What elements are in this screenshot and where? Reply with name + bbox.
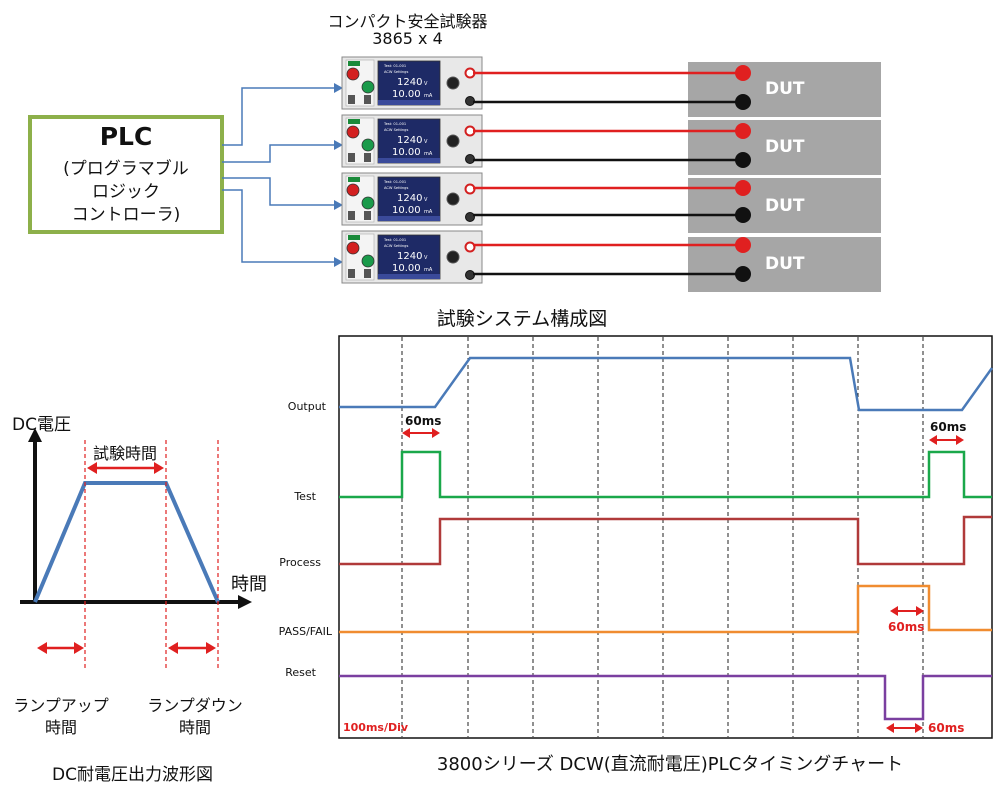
start-button-icon bbox=[361, 80, 375, 94]
svg-text:1240: 1240 bbox=[397, 251, 422, 262]
stop-button-icon bbox=[346, 183, 360, 197]
y-axis-arrow-icon bbox=[28, 428, 42, 442]
ann-60ms-test-end: 60ms bbox=[930, 420, 967, 434]
svg-text:V: V bbox=[424, 81, 428, 87]
waveform-caption: DC耐電圧出力波形図 bbox=[52, 765, 213, 785]
dc-waveform-chart bbox=[20, 428, 252, 670]
ann-60ms-pass-fail: 60ms bbox=[888, 620, 925, 634]
system-caption: 試験システム構成図 bbox=[436, 308, 608, 330]
svg-text:10.00: 10.00 bbox=[392, 89, 421, 100]
ramp-down-label-1: ランプダウン bbox=[147, 696, 243, 715]
ramp-up-label-2: 時間 bbox=[44, 718, 77, 737]
svg-text:ACW Settings: ACW Settings bbox=[384, 70, 408, 74]
svg-text:1240: 1240 bbox=[397, 193, 422, 204]
svg-text:Test: 01-001: Test: 01-001 bbox=[383, 64, 406, 68]
signal-label-test: Test bbox=[294, 490, 316, 503]
svg-text:10.00: 10.00 bbox=[392, 205, 421, 216]
trace-output bbox=[339, 356, 994, 412]
dut-label-2: DUT bbox=[765, 137, 805, 157]
div-label: 100ms/Div bbox=[343, 721, 409, 734]
svg-text:1240: 1240 bbox=[397, 135, 422, 146]
timing-caption: 3800シリーズ DCW(直流耐電圧)PLCタイミングチャート bbox=[436, 754, 904, 775]
start-button-icon bbox=[361, 196, 375, 210]
device-screen bbox=[377, 60, 441, 106]
test-leads bbox=[473, 71, 743, 276]
plc-line-3: コントローラ) bbox=[71, 205, 181, 225]
svg-text:10.00: 10.00 bbox=[392, 147, 421, 158]
svg-text:mA: mA bbox=[424, 267, 433, 273]
svg-text:Test: 01-001: Test: 01-001 bbox=[383, 238, 406, 242]
signal-label-process: Process bbox=[279, 556, 321, 569]
device-count: 3865 x 4 bbox=[372, 29, 443, 48]
signal-label-pass-fail: PASS/FAIL bbox=[278, 625, 332, 638]
svg-text:mA: mA bbox=[424, 151, 433, 157]
svg-text:ACW Settings: ACW Settings bbox=[384, 244, 408, 248]
svg-text:Test: 01-001: Test: 01-001 bbox=[383, 122, 406, 126]
svg-text:ACW Settings: ACW Settings bbox=[384, 186, 408, 190]
knob-icon bbox=[446, 250, 460, 264]
knob-icon bbox=[446, 134, 460, 148]
timing-annotations bbox=[402, 428, 964, 733]
dut-label-4: DUT bbox=[765, 254, 805, 274]
timing-chart bbox=[338, 335, 994, 739]
start-button-icon bbox=[361, 138, 375, 152]
svg-text:ACW Settings: ACW Settings bbox=[384, 128, 408, 132]
stop-button-icon bbox=[346, 125, 360, 139]
dut-label-1: DUT bbox=[765, 79, 805, 99]
start-button-icon bbox=[361, 254, 375, 268]
x-axis-arrow-icon bbox=[238, 595, 252, 609]
plc-title: PLC bbox=[99, 122, 153, 151]
plc-line-1: (プログラマブル bbox=[63, 159, 189, 179]
stop-button-icon bbox=[346, 67, 360, 81]
plc-line-2: ロジック bbox=[92, 182, 160, 202]
plc-connectors bbox=[222, 87, 335, 263]
device-screen bbox=[377, 234, 441, 280]
waveform-xlabel: 時間 bbox=[231, 574, 267, 595]
lead-terminals bbox=[735, 65, 751, 282]
signal-label-reset: Reset bbox=[285, 666, 316, 679]
waveform-ylabel: DC電圧 bbox=[12, 415, 71, 435]
knob-icon bbox=[446, 192, 460, 206]
svg-text:V: V bbox=[424, 197, 428, 203]
connector-arrowheads bbox=[334, 83, 343, 267]
device-screen bbox=[377, 176, 441, 222]
voltage-trace bbox=[33, 481, 220, 603]
plc-box bbox=[28, 115, 224, 234]
svg-text:Test: 01-001: Test: 01-001 bbox=[383, 180, 406, 184]
signal-label-output: Output bbox=[287, 400, 326, 413]
hv-terminal-icon bbox=[464, 241, 476, 253]
trace-process bbox=[339, 515, 992, 566]
test-time-label: 試験時間 bbox=[93, 444, 158, 463]
stop-button-icon bbox=[346, 241, 360, 255]
svg-text:mA: mA bbox=[424, 209, 433, 215]
svg-text:mA: mA bbox=[424, 93, 433, 99]
dut-label-3: DUT bbox=[765, 196, 805, 216]
svg-text:10.00: 10.00 bbox=[392, 263, 421, 274]
device-screen bbox=[377, 118, 441, 164]
device-title: コンパクト安全試験器 bbox=[327, 12, 488, 31]
return-terminal-icon bbox=[465, 212, 475, 222]
trace-test bbox=[339, 450, 992, 499]
svg-text:V: V bbox=[424, 139, 428, 145]
svg-text:1240: 1240 bbox=[397, 77, 422, 88]
svg-text:V: V bbox=[424, 255, 428, 261]
ann-60ms-reset: 60ms bbox=[928, 721, 965, 735]
ramp-up-label-1: ランプアップ bbox=[13, 696, 109, 715]
ramp-down-label-2: 時間 bbox=[178, 718, 211, 737]
trace-pass-fail bbox=[339, 584, 992, 634]
trace-reset bbox=[339, 674, 992, 721]
knob-icon bbox=[446, 76, 460, 90]
ann-60ms-test-start: 60ms bbox=[405, 414, 442, 428]
